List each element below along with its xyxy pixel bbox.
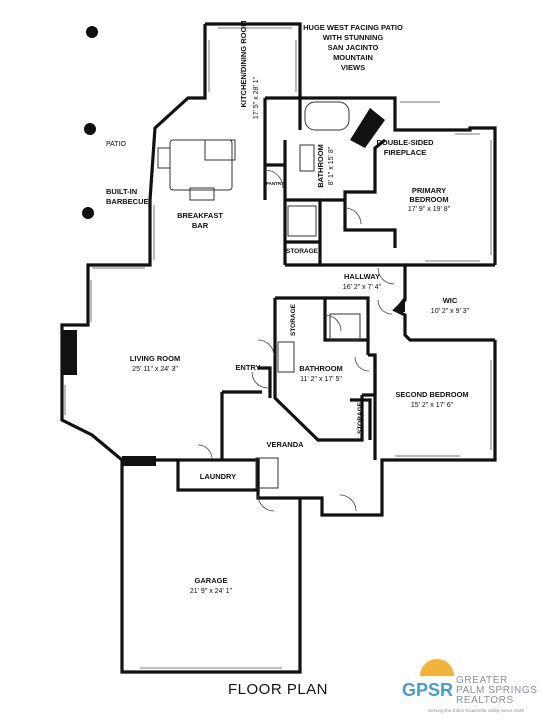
kitchen-island: [169, 139, 233, 191]
patio-post: [84, 123, 96, 135]
text-line: BREAKFAST: [177, 211, 223, 220]
room-label-storage-a: STORAGE: [286, 248, 319, 255]
footer-title: FLOOR PLAN: [228, 681, 328, 698]
room-label-storage-c: STORAGE: [357, 401, 364, 434]
room-dim-kitchen: 17' 5" x 28' 1": [253, 76, 260, 119]
walls: [60, 22, 497, 674]
room-label-veranda: VERANDA: [266, 440, 304, 449]
brand-mark: GPSR: [402, 680, 453, 700]
bathtub: [304, 101, 350, 131]
room-dim-bathroom1: 8' 1" x 15' 8": [328, 146, 335, 185]
text-line: BUILT-IN: [106, 187, 137, 196]
sun-icon: [420, 659, 454, 676]
room-dim-second: 15' 2" x 17' 6": [411, 402, 454, 409]
text-line: MOUNTAIN: [333, 53, 373, 62]
text-line: FIREPLACE: [384, 148, 427, 157]
room-label-living: LIVING ROOM: [130, 354, 180, 363]
room-label-second: SECOND BEDROOM: [395, 390, 468, 399]
room-label-entry: ENTRY: [235, 363, 260, 372]
shower: [287, 205, 317, 237]
text-line: DOUBLE-SIDED: [376, 138, 434, 147]
brand-line2: PALM SPRINGS: [456, 685, 537, 696]
room-label-bathroom1: BATHROOM: [316, 144, 325, 188]
room-label-garage: GARAGE: [195, 576, 228, 585]
room-dim-wic: 10' 2" x 9' 3": [431, 308, 470, 315]
room-label-storage-b: STORAGE: [290, 303, 297, 336]
room-dim-garage: 21' 9" x 24' 1": [190, 588, 233, 595]
kitchen-stove: [157, 147, 171, 169]
room-dim-bathroom2: 11' 2" x 17' 5": [300, 376, 342, 383]
text-line: SAN JACINTO: [328, 43, 379, 52]
text-line: HUGE WEST FACING PATIO: [303, 23, 403, 32]
room-dim-primary: 17' 9" x 19' 8": [408, 206, 451, 213]
brand-line3: REALTORS: [456, 695, 514, 706]
text-line: BEDROOM: [409, 195, 448, 204]
patio-post: [82, 207, 94, 219]
kitchen-counter: [204, 139, 236, 161]
shower-2: [329, 313, 361, 341]
text-line: BARBECUE: [106, 197, 149, 206]
veranda-steps: [255, 457, 279, 489]
brand-line1: GREATER: [456, 675, 508, 686]
fixtures: [157, 101, 361, 489]
room-label-pantry: PANTRY: [266, 181, 284, 186]
vanity: [299, 144, 315, 172]
room-label-laundry: LAUNDRY: [200, 472, 236, 481]
text-line: WITH STUNNING: [323, 33, 384, 42]
room-label-patio: PATIO: [106, 141, 127, 148]
room-label-kitchen: KITCHEN/DINING ROOM: [239, 20, 248, 107]
room-label-bathroom2: BATHROOM: [299, 364, 343, 373]
windows: [64, 27, 492, 669]
text-line: VIEWS: [341, 63, 365, 72]
kitchen-sink: [189, 187, 215, 201]
room-label-wic: WIC: [443, 296, 458, 305]
vanity-2: [277, 341, 295, 373]
brand-tagline: Serving the Entire Coachella Valley Sinc…: [428, 708, 524, 713]
doors: [197, 169, 395, 512]
room-dim-living: 25' 11" x 24' 3": [132, 366, 178, 373]
patio-post: [86, 26, 98, 38]
text-line: BAR: [192, 221, 209, 230]
living-fireplace: [63, 330, 77, 375]
room-label-hallway: HALLWAY: [344, 272, 380, 281]
text-line: PRIMARY: [412, 186, 446, 195]
brand-logo: GPSR GREATER PALM SPRINGS REALTORS Servi…: [402, 659, 537, 713]
room-dim-hallway: 16' 2" x 7' 4": [343, 284, 382, 291]
